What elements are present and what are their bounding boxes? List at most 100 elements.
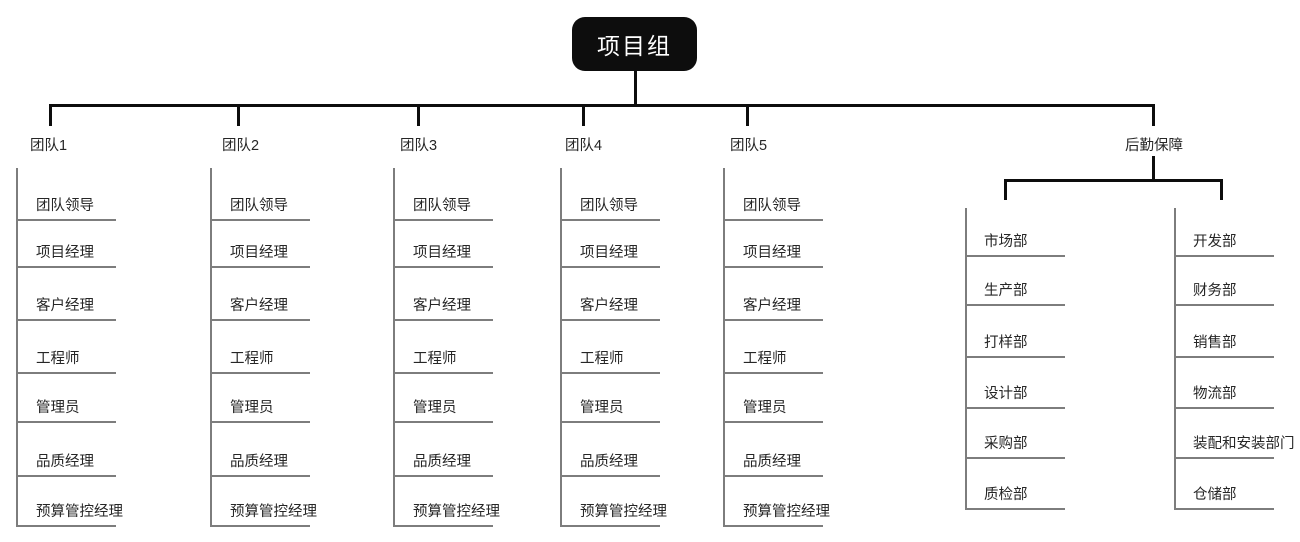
department-label[interactable]: 质检部	[984, 487, 1028, 503]
team-2-label[interactable]: 团队2	[222, 138, 260, 154]
member-underline	[723, 319, 823, 321]
member-label[interactable]: 客户经理	[36, 298, 94, 314]
member-label[interactable]: 工程师	[580, 351, 624, 367]
member-underline	[393, 525, 493, 527]
member-underline	[210, 421, 310, 423]
member-label[interactable]: 预算管控经理	[230, 504, 317, 520]
department-label[interactable]: 仓储部	[1193, 487, 1237, 503]
member-label[interactable]: 工程师	[413, 351, 457, 367]
department-label[interactable]: 打样部	[984, 335, 1028, 351]
branch-drop-line	[1152, 104, 1155, 126]
department-label[interactable]: 财务部	[1193, 283, 1237, 299]
branch-drop-line	[237, 104, 240, 126]
department-underline	[965, 356, 1065, 358]
department-underline	[1174, 407, 1274, 409]
department-label[interactable]: 生产部	[984, 283, 1028, 299]
member-label[interactable]: 项目经理	[230, 245, 288, 261]
team-1-spine-line	[16, 168, 18, 525]
branch-drop-line	[582, 104, 585, 126]
member-underline	[560, 421, 660, 423]
logistics-col-1-spine-line	[965, 208, 967, 508]
department-label[interactable]: 设计部	[984, 386, 1028, 402]
department-underline	[965, 304, 1065, 306]
member-label[interactable]: 客户经理	[580, 298, 638, 314]
logistics-col-2-spine-line	[1174, 208, 1176, 508]
department-label[interactable]: 开发部	[1193, 234, 1237, 250]
member-label[interactable]: 预算管控经理	[36, 504, 123, 520]
member-label[interactable]: 品质经理	[36, 454, 94, 470]
member-underline	[560, 319, 660, 321]
department-underline	[1174, 255, 1274, 257]
member-label[interactable]: 项目经理	[580, 245, 638, 261]
member-underline	[210, 372, 310, 374]
root-label: 项目组	[597, 33, 672, 59]
member-label[interactable]: 客户经理	[743, 298, 801, 314]
member-underline	[393, 475, 493, 477]
member-label[interactable]: 客户经理	[413, 298, 471, 314]
department-label[interactable]: 装配和安装部门	[1193, 436, 1295, 452]
member-label[interactable]: 管理员	[230, 400, 274, 416]
team-5-label[interactable]: 团队5	[730, 138, 768, 154]
member-label[interactable]: 预算管控经理	[743, 504, 830, 520]
member-label[interactable]: 项目经理	[36, 245, 94, 261]
member-underline	[16, 319, 116, 321]
member-underline	[16, 219, 116, 221]
member-underline	[16, 525, 116, 527]
logistics-drop-line	[1004, 179, 1007, 200]
member-label[interactable]: 管理员	[580, 400, 624, 416]
member-label[interactable]: 工程师	[743, 351, 787, 367]
member-label[interactable]: 品质经理	[580, 454, 638, 470]
member-label[interactable]: 团队领导	[743, 198, 801, 214]
member-underline	[560, 475, 660, 477]
member-label[interactable]: 管理员	[743, 400, 787, 416]
member-underline	[16, 266, 116, 268]
member-underline	[210, 266, 310, 268]
member-underline	[393, 219, 493, 221]
member-label[interactable]: 预算管控经理	[580, 504, 667, 520]
member-label[interactable]: 工程师	[36, 351, 80, 367]
member-underline	[723, 421, 823, 423]
member-label[interactable]: 品质经理	[413, 454, 471, 470]
member-label[interactable]: 项目经理	[743, 245, 801, 261]
root-trunk-line	[634, 71, 637, 107]
member-label[interactable]: 团队领导	[413, 198, 471, 214]
member-label[interactable]: 预算管控经理	[413, 504, 500, 520]
member-label[interactable]: 项目经理	[413, 245, 471, 261]
team-3-spine-line	[393, 168, 395, 525]
member-underline	[723, 372, 823, 374]
department-underline	[1174, 304, 1274, 306]
team-4-label[interactable]: 团队4	[565, 138, 603, 154]
member-underline	[210, 475, 310, 477]
root-node[interactable]: 项目组	[572, 17, 697, 71]
member-underline	[393, 319, 493, 321]
member-label[interactable]: 品质经理	[743, 454, 801, 470]
team-3-label[interactable]: 团队3	[400, 138, 438, 154]
department-label[interactable]: 物流部	[1193, 386, 1237, 402]
member-label[interactable]: 团队领导	[36, 198, 94, 214]
member-label[interactable]: 工程师	[230, 351, 274, 367]
department-label[interactable]: 采购部	[984, 436, 1028, 452]
member-underline	[560, 525, 660, 527]
team-1-label[interactable]: 团队1	[30, 138, 68, 154]
department-underline	[1174, 457, 1274, 459]
member-label[interactable]: 管理员	[36, 400, 80, 416]
team-5-spine-line	[723, 168, 725, 525]
member-label[interactable]: 团队领导	[580, 198, 638, 214]
member-underline	[210, 219, 310, 221]
member-underline	[723, 475, 823, 477]
member-label[interactable]: 管理员	[413, 400, 457, 416]
department-label[interactable]: 市场部	[984, 234, 1028, 250]
member-underline	[16, 475, 116, 477]
department-underline	[965, 508, 1065, 510]
logistics-label[interactable]: 后勤保障	[1125, 138, 1183, 154]
member-label[interactable]: 团队领导	[230, 198, 288, 214]
member-underline	[560, 372, 660, 374]
member-label[interactable]: 品质经理	[230, 454, 288, 470]
member-underline	[393, 372, 493, 374]
member-underline	[723, 266, 823, 268]
branch-drop-line	[417, 104, 420, 126]
department-label[interactable]: 销售部	[1193, 335, 1237, 351]
department-underline	[965, 255, 1065, 257]
member-label[interactable]: 客户经理	[230, 298, 288, 314]
